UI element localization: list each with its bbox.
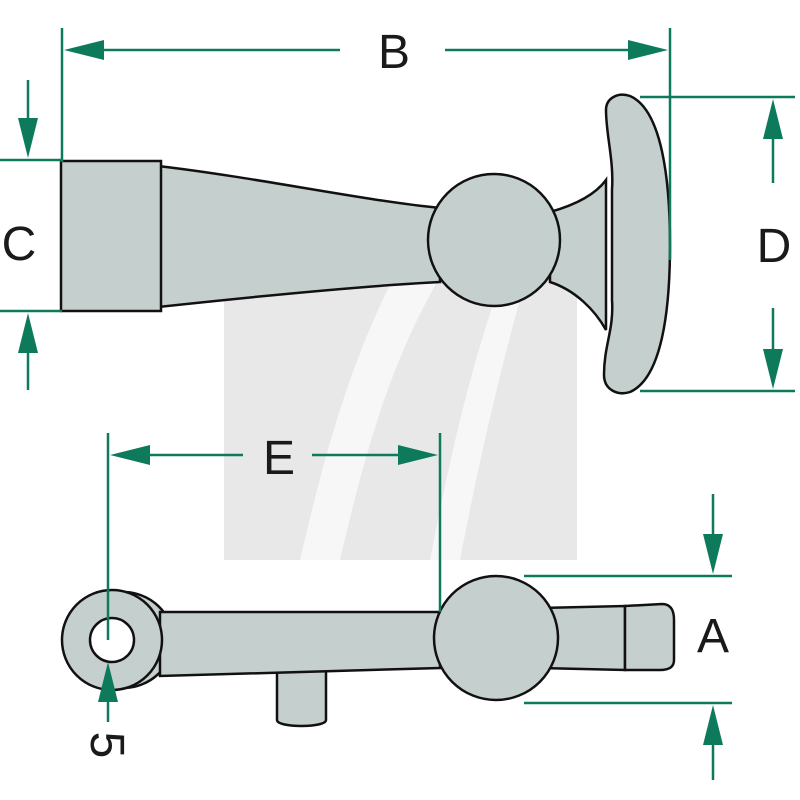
ball-joint — [426, 172, 562, 308]
base-cylinder — [59, 159, 163, 313]
dimension-label-a: A — [697, 610, 729, 663]
t-shaped-head — [602, 93, 672, 395]
dimension-label-d: D — [757, 220, 792, 273]
lower-ball-joint — [432, 574, 560, 702]
door-stop-side-view — [59, 93, 672, 395]
end-cap — [623, 602, 676, 672]
dimension-label-b: B — [378, 26, 410, 79]
dimension-lines — [0, 28, 795, 780]
tapered-arm — [156, 164, 442, 309]
dimension-label-c: C — [2, 218, 37, 271]
mounting-stub — [275, 668, 328, 728]
lower-arm — [158, 610, 442, 678]
dimension-label-hole: 5 — [80, 732, 133, 759]
door-stop-top-view — [60, 574, 676, 728]
dimension-label-e: E — [263, 432, 295, 485]
head-stem — [548, 176, 608, 331]
screw-hole — [88, 616, 136, 664]
